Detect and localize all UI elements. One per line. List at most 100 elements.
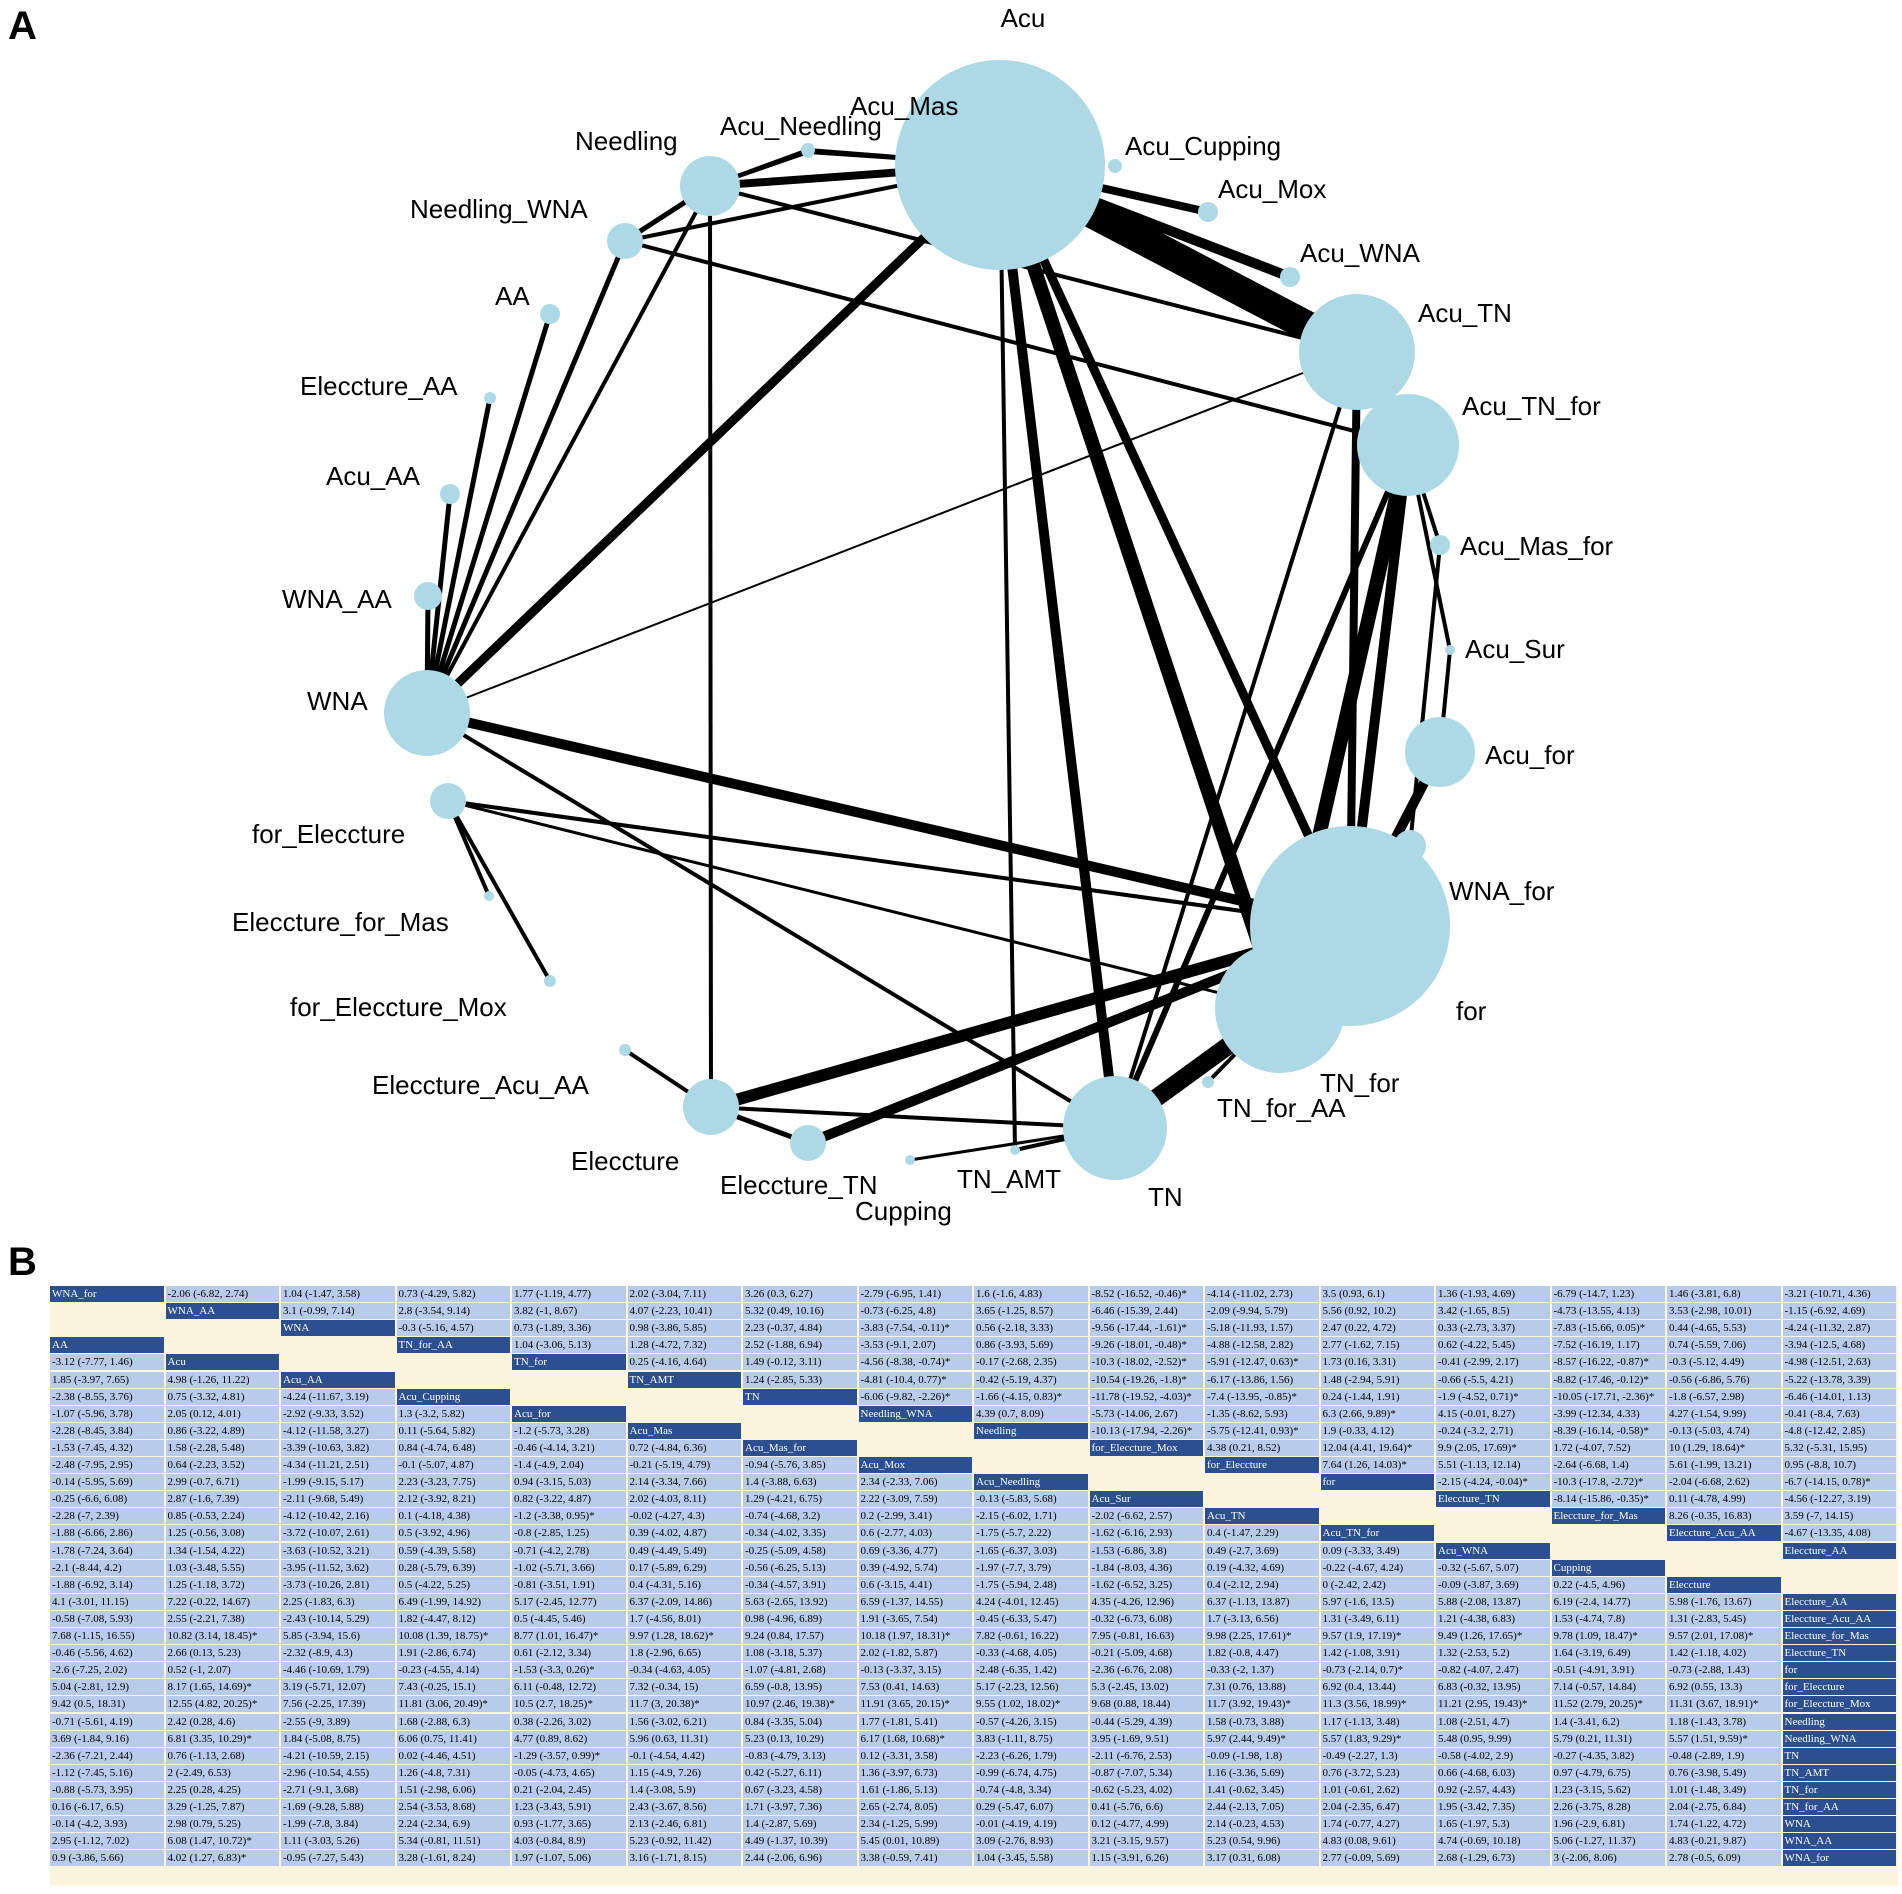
league-cell: 2.05 (0.12, 4.01) (165, 1405, 279, 1422)
league-cell: -0.32 (-6.73, 6.08) (1089, 1610, 1203, 1627)
node-TN (1063, 1076, 1167, 1180)
league-cell: 0.97 (-4.79, 6.75) (1551, 1764, 1665, 1781)
node-label-TN: TN (1148, 1182, 1183, 1212)
node-label-WNA_AA: WNA_AA (282, 584, 392, 614)
league-cell: 0.39 (-4.92, 5.74) (858, 1559, 972, 1576)
league-cell: 0.4 (-1.47, 2.29) (1205, 1525, 1319, 1542)
league-row-label: Needling_WNA (1782, 1730, 1896, 1747)
league-cell: -4.14 (-11.02, 2.73) (1205, 1286, 1319, 1302)
league-row-label: WNA (1782, 1816, 1896, 1833)
league-cell: 10.5 (2.7, 18.25)* (512, 1696, 626, 1713)
league-cell: 0.02 (-4.46, 4.51) (396, 1747, 510, 1764)
league-cell: -1.53 (-6.86, 3.8) (1089, 1542, 1203, 1559)
node-label-Cupping: Cupping (855, 1196, 952, 1226)
league-cell: -0.02 (-4.27, 4.3) (627, 1508, 741, 1525)
league-cell: 9.9 (2.05, 17.69)* (1436, 1439, 1550, 1456)
league-cell: -3.73 (-10.26, 2.81) (281, 1576, 395, 1593)
league-cell: 0.21 (-2.04, 2.45) (512, 1781, 626, 1798)
league-cell: 5.79 (0.21, 11.31) (1551, 1730, 1665, 1747)
league-cell: 2.95 (-1.12, 7.02) (50, 1833, 164, 1850)
league-cell: 1.03 (-3.48, 5.55) (165, 1559, 279, 1576)
league-cell: -0.13 (-3.37, 3.15) (858, 1662, 972, 1679)
league-cell: 6.3 (2.66, 9.89)* (1320, 1405, 1434, 1422)
league-cell: 0.1 (-4.18, 4.38) (396, 1508, 510, 1525)
edge-Acu_Mas_for-WNA_for (1408, 544, 1442, 847)
league-cell: 1.25 (-0.56, 3.08) (165, 1525, 279, 1542)
league-cell: -0.41 (-2.99, 2.17) (1436, 1354, 1550, 1371)
league-cell: 1.21 (-4.38, 6.83) (1436, 1610, 1550, 1627)
league-cell: 1.01 (-0.61, 2.62) (1320, 1781, 1434, 1798)
edge-WNA-TN (425, 711, 1117, 1130)
node-Eleccture (683, 1079, 739, 1135)
league-cell: 1.82 (-4.47, 8.12) (396, 1610, 510, 1627)
league-diagonal-label: for (1320, 1474, 1434, 1491)
league-cell: -0.27 (-4.35, 3.82) (1551, 1747, 1665, 1764)
league-cell: 5.51 (-1.13, 12.14) (1436, 1457, 1550, 1473)
league-cell: 6.92 (0.55, 13.3) (1667, 1679, 1781, 1696)
league-cell: 2.04 (-2.35, 6.47) (1320, 1799, 1434, 1815)
league-cell: -7.83 (-15.66, 0.05)* (1551, 1320, 1665, 1337)
league-cell: -0.3 (-5.12, 4.49) (1667, 1354, 1781, 1371)
league-cell: 6.92 (0.4, 13.44) (1320, 1679, 1434, 1696)
league-cell: -0.56 (-6.86, 5.76) (1667, 1371, 1781, 1388)
league-row-label: Needling (1782, 1713, 1896, 1730)
league-cell: -2.15 (-4.24, -0.04)* (1436, 1474, 1550, 1491)
league-cell: -4.24 (-11.32, 2.87) (1782, 1320, 1896, 1337)
league-cell: -10.3 (-17.8, -2.72)* (1551, 1474, 1665, 1491)
edge-Eleccture_AA-WNA (424, 397, 493, 714)
node-TN_AMT (1010, 1145, 1020, 1155)
league-diagonal-label: for_Eleccture_Mox (1089, 1439, 1203, 1456)
league-cell: 5.45 (0.01, 10.89) (858, 1833, 972, 1850)
league-cell: -1.65 (-6.37, 3.03) (974, 1542, 1088, 1559)
league-cell: -2.43 (-10.14, 5.29) (281, 1610, 395, 1627)
league-cell: 0.84 (-4.74, 6.48) (396, 1439, 510, 1456)
league-cell: 2.87 (-1.6, 7.39) (165, 1491, 279, 1508)
league-cell: 11.7 (3, 20.38)* (627, 1696, 741, 1713)
league-cell: -2.36 (-7.21, 2.44) (50, 1747, 164, 1764)
edge-TN-Acu_TN_for (1112, 443, 1411, 1130)
node-for (1250, 826, 1450, 1026)
league-cell: 4.02 (1.27, 6.83)* (165, 1850, 279, 1867)
league-cell: 0.74 (-5.59, 7.06) (1667, 1337, 1781, 1354)
node-label-Eleccture_Acu_AA: Eleccture_Acu_AA (372, 1070, 589, 1100)
panel-a-letter: A (8, 4, 37, 48)
league-cell: -2.48 (-6.35, 1.42) (974, 1662, 1088, 1679)
league-cell: -1.78 (-7.24, 3.64) (50, 1542, 164, 1559)
league-cell: -0.58 (-7.08, 5.93) (50, 1610, 164, 1627)
league-cell: 6.17 (1.68, 10.68)* (858, 1730, 972, 1747)
league-cell: 12.04 (4.41, 19.64)* (1320, 1439, 1434, 1456)
league-cell: -3.12 (-7.77, 1.46) (50, 1354, 164, 1371)
node-Acu_WNA (1280, 267, 1300, 287)
league-cell: 1.77 (-1.81, 5.41) (858, 1713, 972, 1730)
league-cell: 0.64 (-2.23, 3.52) (165, 1457, 279, 1473)
league-cell: -0.81 (-3.51, 1.91) (512, 1576, 626, 1593)
league-cell: -0.34 (-4.02, 3.35) (743, 1525, 857, 1542)
league-cell: -9.26 (-18.01, -0.48)* (1089, 1337, 1203, 1354)
league-cell: 2.02 (-3.04, 7.11) (627, 1286, 741, 1302)
node-label-Acu_Cupping: Acu_Cupping (1125, 131, 1281, 161)
league-cell: 5.96 (0.63, 11.31) (627, 1730, 741, 1747)
node-label-Needling_WNA: Needling_WNA (410, 194, 588, 224)
edge-WNA-Acu_TN (426, 351, 1358, 714)
league-cell: 4.35 (-4.26, 12.96) (1089, 1593, 1203, 1610)
node-label-WNA_for: WNA_for (1449, 876, 1555, 906)
league-cell: 0.76 (-3.98, 5.49) (1667, 1764, 1781, 1781)
league-cell: 4.27 (-1.54, 9.99) (1667, 1405, 1781, 1422)
node-label-TN_for_AA: TN_for_AA (1217, 1093, 1346, 1123)
league-cell: 2.99 (-0.7, 6.71) (165, 1474, 279, 1491)
league-cell: -3.21 (-10.71, 4.36) (1782, 1286, 1896, 1302)
league-cell: 1.71 (-3.97, 7.36) (743, 1799, 857, 1815)
league-cell: -0.82 (-4.07, 2.47) (1436, 1662, 1550, 1679)
league-row-label: TN_for_AA (1782, 1799, 1896, 1815)
edge-Needling-WNA (425, 185, 712, 714)
league-cell: 0.44 (-4.65, 5.53) (1667, 1320, 1781, 1337)
league-cell: -8.82 (-17.46, -0.12)* (1551, 1371, 1665, 1388)
league-diagonal-label: Acu_TN_for (1320, 1525, 1434, 1542)
league-cell: 5.23 (0.54, 9.96) (1205, 1833, 1319, 1850)
league-cell: 1.8 (-2.96, 6.65) (627, 1645, 741, 1662)
league-cell: 2.34 (-1.25, 5.99) (858, 1816, 972, 1833)
league-cell: -2.96 (-10.54, 4.55) (281, 1764, 395, 1781)
league-cell: 6.19 (-2.4, 14.77) (1551, 1593, 1665, 1610)
league-cell: 0.52 (-1, 2.07) (165, 1662, 279, 1679)
league-diagonal-label: Acu_TN (1205, 1508, 1319, 1525)
